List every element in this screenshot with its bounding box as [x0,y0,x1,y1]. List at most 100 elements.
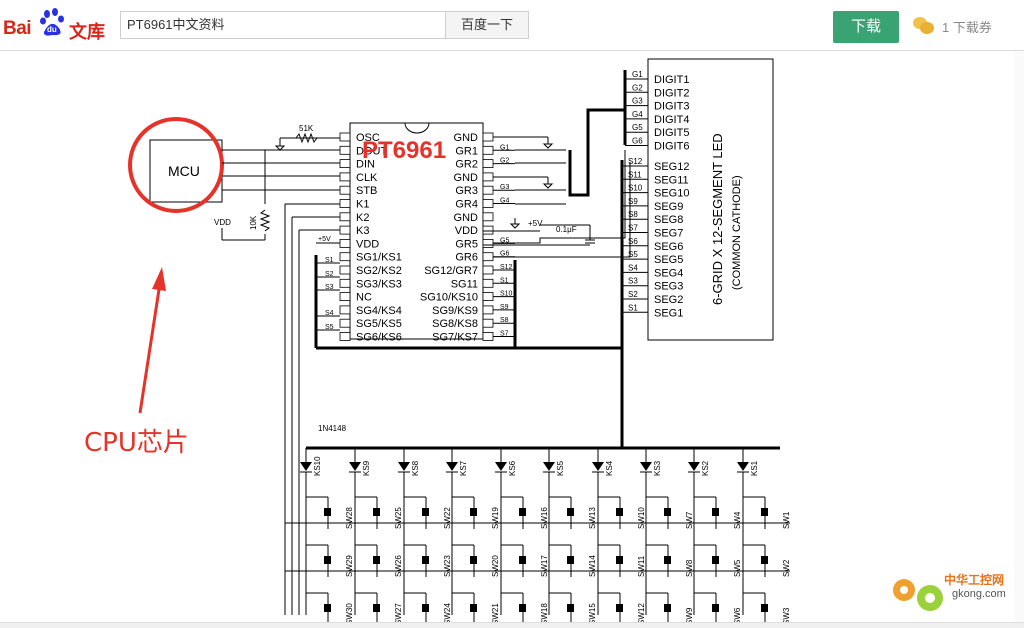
chip-net-tag: S12 [500,264,513,271]
chip-left-pin: DIN [356,159,375,171]
baidu-wenku-logo[interactable]: Bai du 文库 [3,8,107,43]
display-title-2: (COMMON CATHODE) [731,175,743,290]
display-seg-tag: S11 [628,170,642,179]
switch-label: SW27 [394,603,403,622]
switch-label: SW11 [637,555,646,577]
vdd-label: VDD [214,218,231,227]
chip-left-pin: OSC [356,132,380,144]
chip-right-pin: GR3 [455,185,478,197]
annotation-arrow [138,267,166,414]
chip-left-pin: K3 [356,225,369,237]
logo-text-bai: Bai [3,18,32,39]
switch-label: SW2 [782,559,791,577]
resistor-51k-label: 51K [299,124,314,133]
diode-label: 1N4148 [318,424,347,433]
chip-right-pin: GND [454,132,479,144]
resistor-10k-label: 10K [249,215,258,230]
display-seg-tag: S2 [628,290,638,299]
chip-right-pin: SG11 [451,278,478,290]
chip-right-pin: GND [454,212,479,224]
gkong-watermark-gears-icon [893,579,943,611]
led-display-module [647,58,774,341]
display-seg-label: SEG7 [654,228,683,240]
chip-right-pin: GND [454,172,479,184]
switch-label: SW6 [733,607,742,622]
chip-right-pin: SG9/KS9 [432,305,478,317]
display-seg-label: SEG5 [654,254,683,266]
chip-right-pin: GR6 [455,252,478,264]
chip-left-pin: SG4/KS4 [356,305,402,317]
bottom-border [0,622,1024,628]
display-title-1: 6-GRID X 12-SEGMENT LED [710,133,725,305]
switch-label: SW22 [443,507,452,529]
display-digit-label: DIGIT6 [654,141,689,153]
display-seg-label: SEG10 [654,188,689,200]
chip-left-pin: CLK [356,172,378,184]
plus5v-small-label: +5V [318,236,331,243]
chip-left-pin: K1 [356,199,369,211]
display-seg-label: SEG4 [654,267,683,279]
ks-label: KS3 [653,460,662,476]
display-seg-label: SEG9 [654,201,683,213]
chip-net-tag: G5 [500,237,509,244]
chip-net-tag: G6 [500,251,509,258]
left-net-tag: S1 [325,257,334,264]
display-seg-tag: S5 [628,250,638,259]
left-net-tag: S4 [325,310,334,317]
switch-label: SW18 [540,603,549,622]
display-seg-tag: S1 [628,303,638,312]
chip-right-pin: GR1 [455,145,478,157]
chip-right-pin: SG8/KS8 [432,318,478,330]
download-button[interactable]: 下载 [833,11,899,43]
download-coupon-count: 1 下载券 [942,20,992,35]
search-input[interactable]: PT6961中文资料 [120,11,446,39]
chip-net-tag: S8 [500,317,509,324]
switch-label: SW21 [491,603,500,622]
ks-label: KS9 [362,460,371,476]
display-digit-label: DIGIT2 [654,87,689,99]
chip-right-pin: SG10/KS10 [420,292,478,304]
switch-label: SW7 [685,511,694,529]
left-net-tag: S2 [325,271,334,278]
chip-left-pin: K2 [356,212,369,224]
pt6961-chip [349,122,484,340]
chip-right-pin: GR4 [455,199,478,211]
switch-label: SW25 [394,507,403,529]
watermark-name: 中华工控网 [944,573,1005,587]
switch-label: SW17 [540,555,549,577]
switch-label: SW28 [345,507,354,529]
chip-left-pin: VDD [356,238,379,250]
scrollbar[interactable] [1014,51,1024,622]
chip-right-pin: VDD [455,225,478,237]
mcu-label: MCU [168,163,200,179]
switch-label: SW1 [782,511,791,529]
display-grid-tag: G1 [632,70,643,79]
display-seg-label: SEG12 [654,161,689,173]
switch-label: SW4 [733,511,742,529]
ks-label: KS2 [701,460,710,476]
switch-label: SW29 [345,555,354,577]
ks-label: KS4 [605,460,614,476]
switch-label: SW30 [345,603,354,622]
chip-net-tag: S1 [500,277,509,284]
plus5v-label: +5V [528,219,543,228]
switch-label: SW14 [588,555,597,577]
search-button[interactable]: 百度一下 [446,11,529,39]
chip-left-pin: SG3/KS3 [356,278,402,290]
capacitor-label: 0.1μF [556,225,577,234]
display-seg-label: SEG3 [654,281,683,293]
chip-title: PT6961 [362,137,447,164]
chip-left-pin: SG6/KS6 [356,332,402,344]
cpu-annotation: CPU芯片 [84,428,189,458]
switch-label: SW26 [394,555,403,577]
display-seg-tag: S7 [628,224,638,233]
chip-right-pin: SG7/KS7 [432,332,478,344]
switch-label: SW3 [782,607,791,622]
chip-left-pin: NC [356,292,372,304]
top-bar: Bai du 文库 PT6961中文资料 百度一下 下载 1 下载券 [0,0,1024,51]
chip-right-pin: GR5 [455,238,478,250]
display-seg-label: SEG6 [654,241,683,253]
display-seg-tag: S10 [628,184,643,193]
switch-label: SW12 [637,603,646,622]
